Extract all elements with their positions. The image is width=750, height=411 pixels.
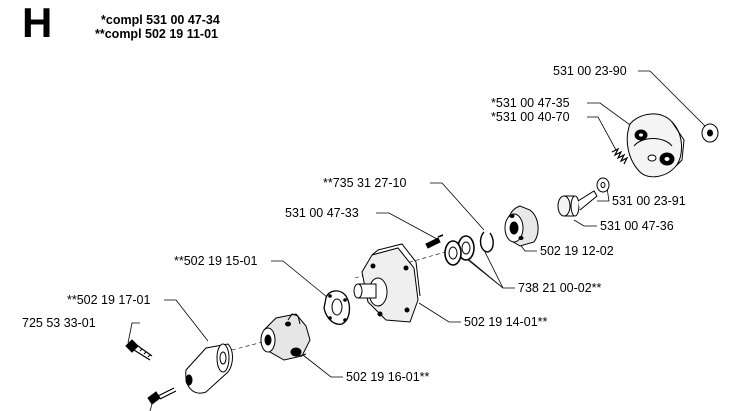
shoulder-screw-part xyxy=(557,190,598,217)
part-label-725-53-33-01: 725 53 33-01 xyxy=(22,316,96,330)
small-screw-part xyxy=(425,234,444,249)
part-label-531-00-40-70: *531 00 40-70 xyxy=(491,110,570,124)
gear-housing-part xyxy=(260,313,311,361)
part-label-738-21-00-02: 738 21 00-02** xyxy=(518,281,602,295)
part-label-531-00-23-91: 531 00 23-91 xyxy=(612,194,686,208)
spring-part xyxy=(611,147,629,165)
clutch-drum-part xyxy=(504,205,539,247)
leader-lines xyxy=(127,70,708,411)
bearing-parts xyxy=(444,235,475,266)
gasket-part xyxy=(323,290,351,325)
bolt-part xyxy=(125,339,153,361)
tube-adapter-part xyxy=(185,343,233,394)
part-label-502-19-17-01: **502 19 17-01 xyxy=(67,293,151,307)
part-label-531-00-47-36: 531 00 47-36 xyxy=(600,219,674,233)
washer-part xyxy=(701,123,719,143)
part-label-502-19-12-02: 502 19 12-02 xyxy=(540,244,614,258)
circlip-part xyxy=(479,231,494,253)
part-label-502-19-15-01: **502 19 15-01 xyxy=(174,254,258,268)
clutch-housing-part xyxy=(353,243,421,323)
part-label-531-00-23-90: 531 00 23-90 xyxy=(553,64,627,78)
kit-note-2: **compl 502 19 11-01 xyxy=(95,27,218,41)
part-label-502-19-14-01: 502 19 14-01** xyxy=(464,315,548,329)
clutch-shoe-part xyxy=(626,113,685,178)
bottom-screw-part xyxy=(147,387,177,405)
part-label-531-00-47-35: *531 00 47-35 xyxy=(491,96,570,110)
part-label-502-19-16-01: 502 19 16-01** xyxy=(346,370,430,384)
part-label-531-00-47-33: 531 00 47-33 xyxy=(285,206,359,220)
kit-note-1: *compl 531 00 47-34 xyxy=(101,13,220,27)
part-label-735-31-27-10: **735 31 27-10 xyxy=(323,176,407,190)
washer-part-2 xyxy=(596,177,610,193)
section-letter: H xyxy=(22,0,53,46)
